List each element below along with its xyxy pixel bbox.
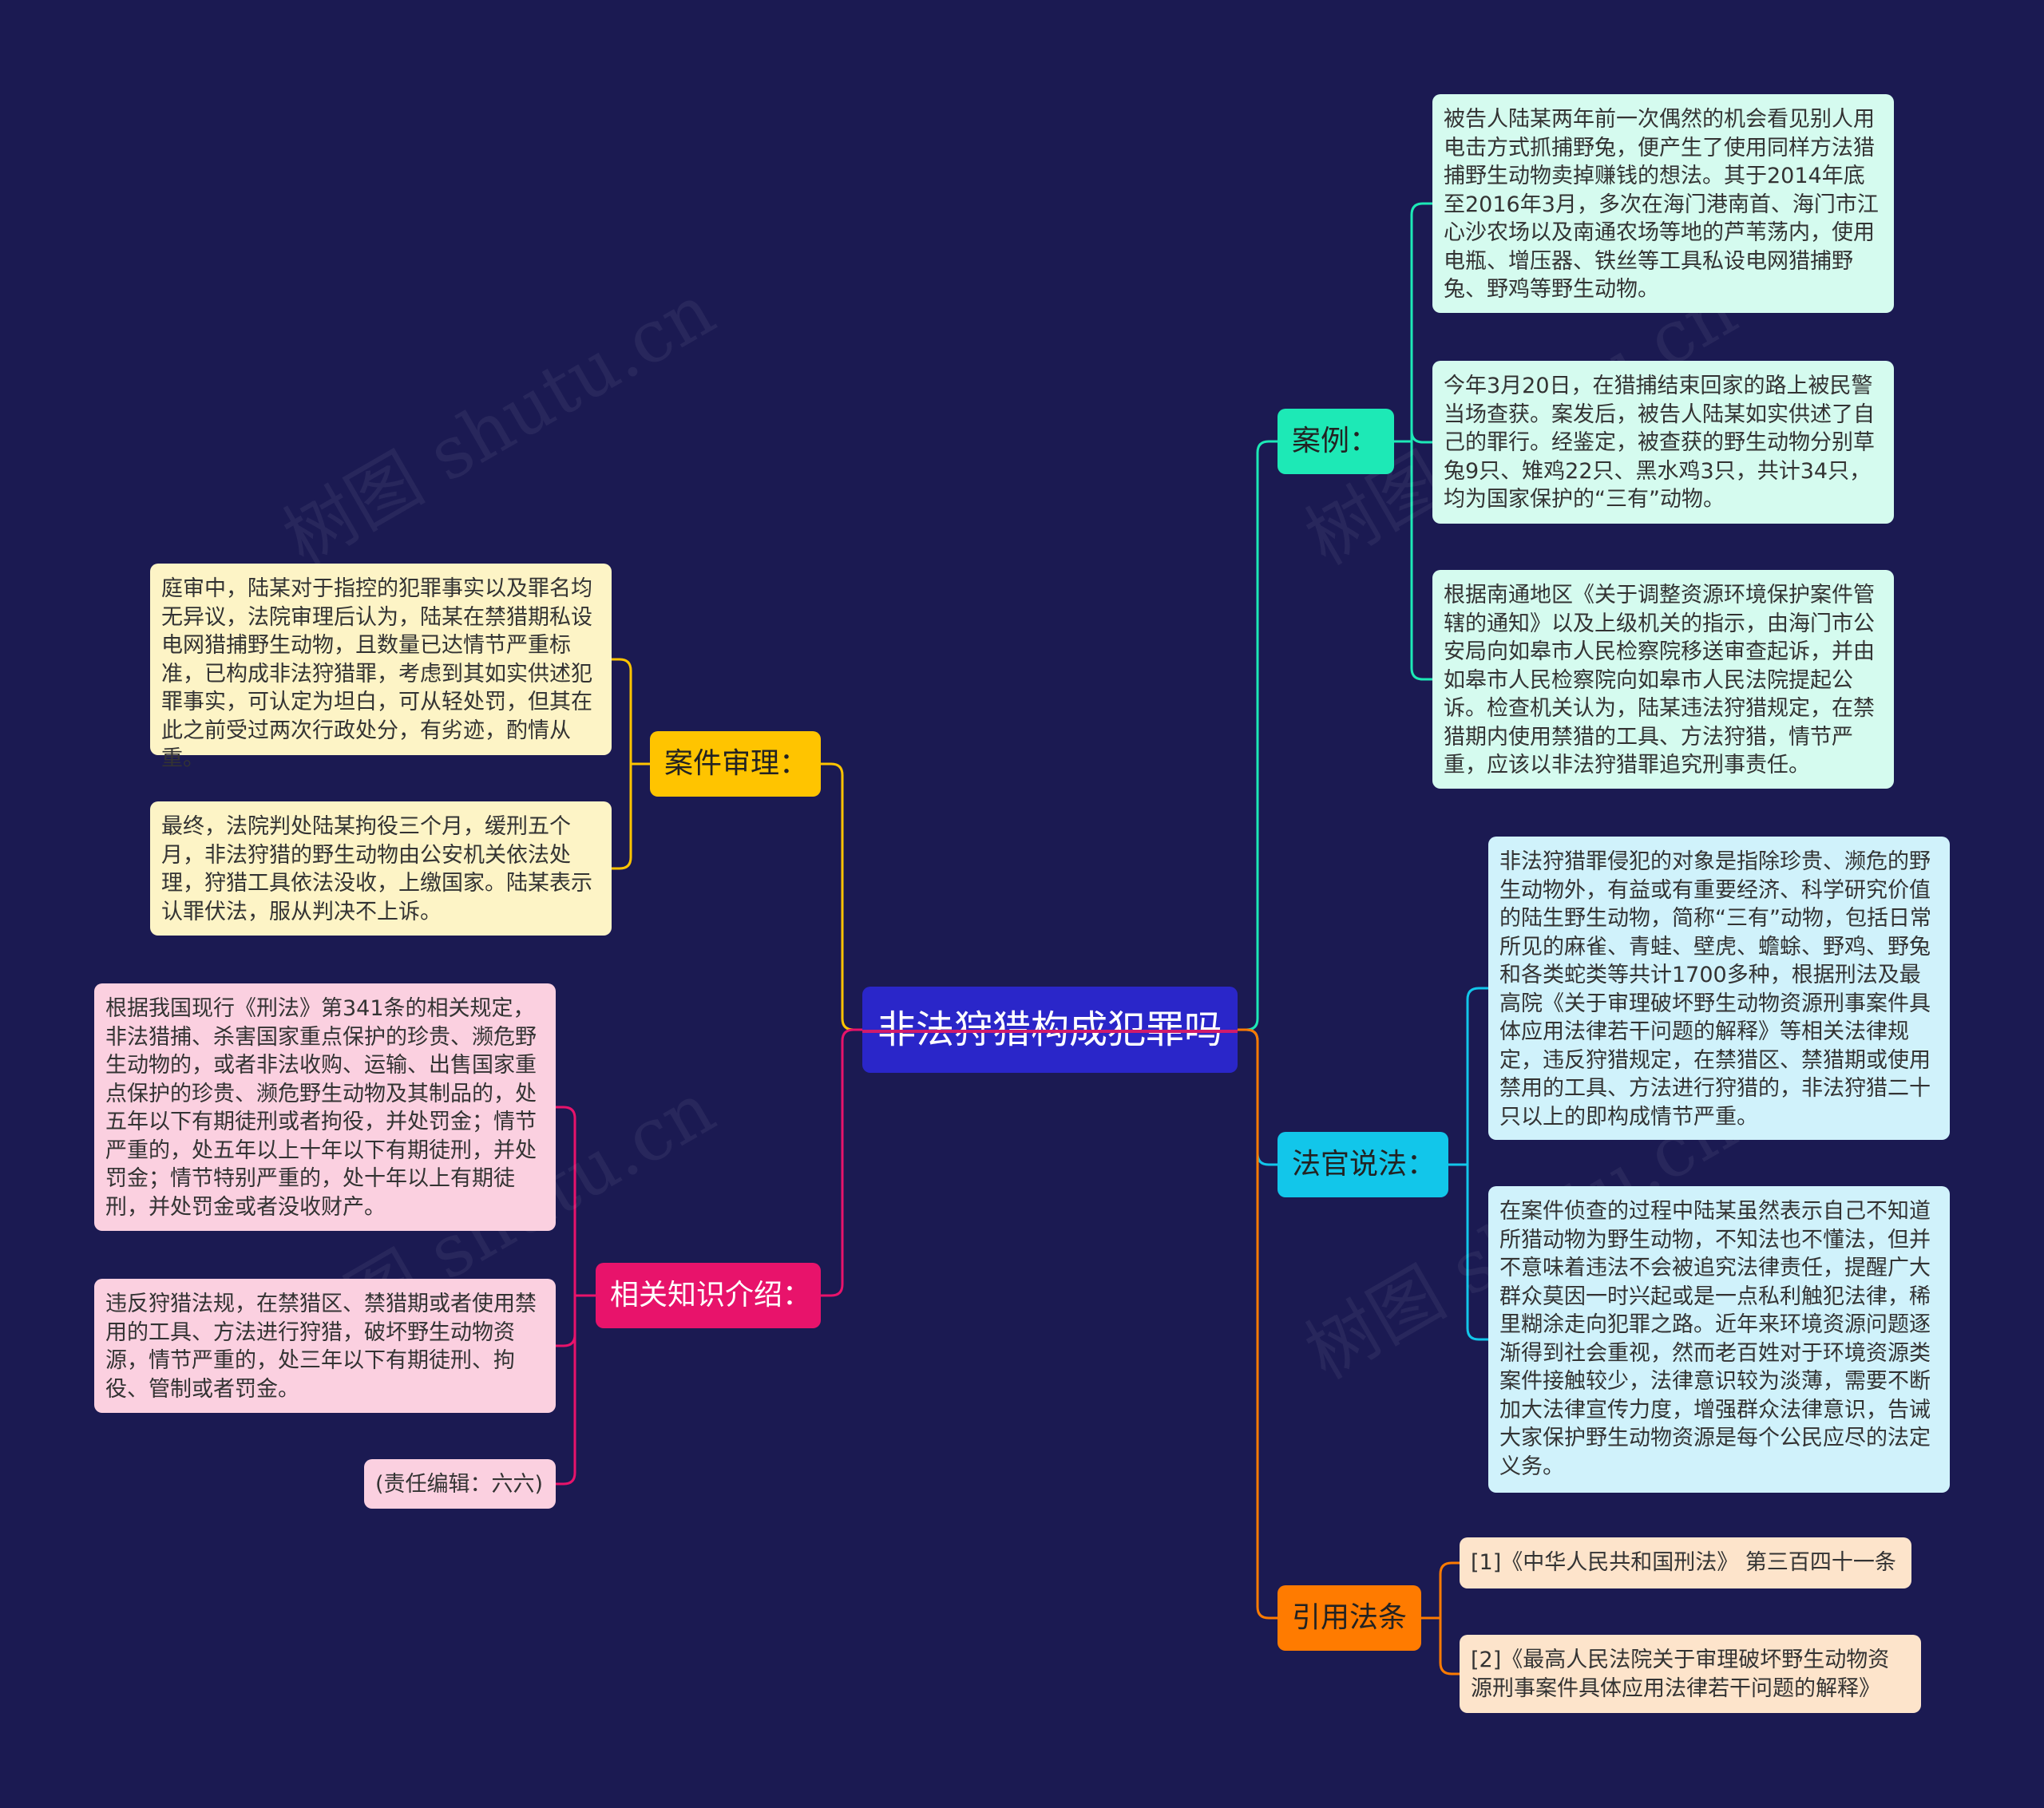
knowledge-leaf-1: 根据我国现行《刑法》第341条的相关规定，非法猎捕、杀害国家重点保护的珍贵、濒危… <box>94 983 556 1231</box>
connector-knowledge-leaf-1 <box>556 1106 576 1296</box>
law-leaf-1[interactable]: [1]《中华人民共和国刑法》 第三百四十一条 <box>1460 1537 1911 1588</box>
connector-case-leaf-3 <box>1410 441 1432 681</box>
knowledge-leaf-2: 违反狩猎法规，在禁猎区、禁猎期或者使用禁用的工具、方法进行狩猎，破坏野生动物资源… <box>94 1279 556 1413</box>
connector-knowledge <box>821 1028 862 1297</box>
trial-leaf-1: 庭审中，陆某对于指控的犯罪事实以及罪名均无异议，法院审理后认为，陆某在禁猎期私设… <box>150 564 612 771</box>
connector-knowledge-leaf-3 <box>556 1296 576 1486</box>
branch-judge-says[interactable]: 法官说法： <box>1278 1132 1448 1197</box>
branch-trial[interactable]: 案件审理： <box>650 731 821 797</box>
root-topic[interactable]: 非法狩猎构成犯罪吗 <box>862 987 1238 1073</box>
connector-judge-leaf-2 <box>1466 1165 1488 1341</box>
case-leaf-2: 今年3月20日，在猎捕结束回家的路上被民警当场查获。案发后，被告人陆某如实供述了… <box>1432 361 1894 524</box>
connector-knowledge-leaf-2 <box>556 1296 576 1347</box>
connector-case-leaf-2 <box>1410 430 1432 444</box>
connector-trial-leaf-1 <box>612 658 632 764</box>
case-leaf-1: 被告人陆某两年前一次偶然的机会看见别人用电击方式抓捕野兔，便产生了使用同样方法猎… <box>1432 94 1894 313</box>
knowledge-leaf-3: (责任编辑：六六) <box>364 1459 556 1509</box>
judge-leaf-2: 在案件侦查的过程中陆某虽然表示自己不知道所猎动物为野生动物，不知法也不懂法，但并… <box>1488 1186 1950 1493</box>
trial-leaf-2: 最终，法院判处陆某拘役三个月，缓刑五个月，非法狩猎的野生动物由公安机关依法处理，… <box>150 801 612 936</box>
connector-trial-leaf-2 <box>612 764 632 870</box>
connector-case <box>1238 440 1278 1031</box>
connector-law-leaf-1 <box>1439 1561 1460 1618</box>
law-leaf-2[interactable]: [2]《最高人民法院关于审理破坏野生动物资源刑事案件具体应用法律若干问题的解释》 <box>1460 1635 1921 1713</box>
connector-law <box>1238 1028 1278 1620</box>
connector-judge-leaf-1 <box>1466 987 1488 1165</box>
connector-trial <box>821 762 862 1031</box>
connector-case-leaf-1 <box>1410 202 1432 441</box>
judge-leaf-1: 非法狩猎罪侵犯的对象是指除珍贵、濒危的野生动物外，有益或有重要经济、科学研究价值… <box>1488 837 1950 1140</box>
connector-law-leaf-2 <box>1439 1618 1460 1675</box>
case-leaf-3: 根据南通地区《关于调整资源环境保护案件管辖的通知》以及上级机关的指示，由海门市公… <box>1432 570 1894 789</box>
branch-case-example[interactable]: 案例： <box>1278 409 1394 474</box>
branch-related-knowledge[interactable]: 相关知识介绍： <box>596 1263 821 1328</box>
branch-cited-law[interactable]: 引用法条 <box>1278 1585 1421 1651</box>
